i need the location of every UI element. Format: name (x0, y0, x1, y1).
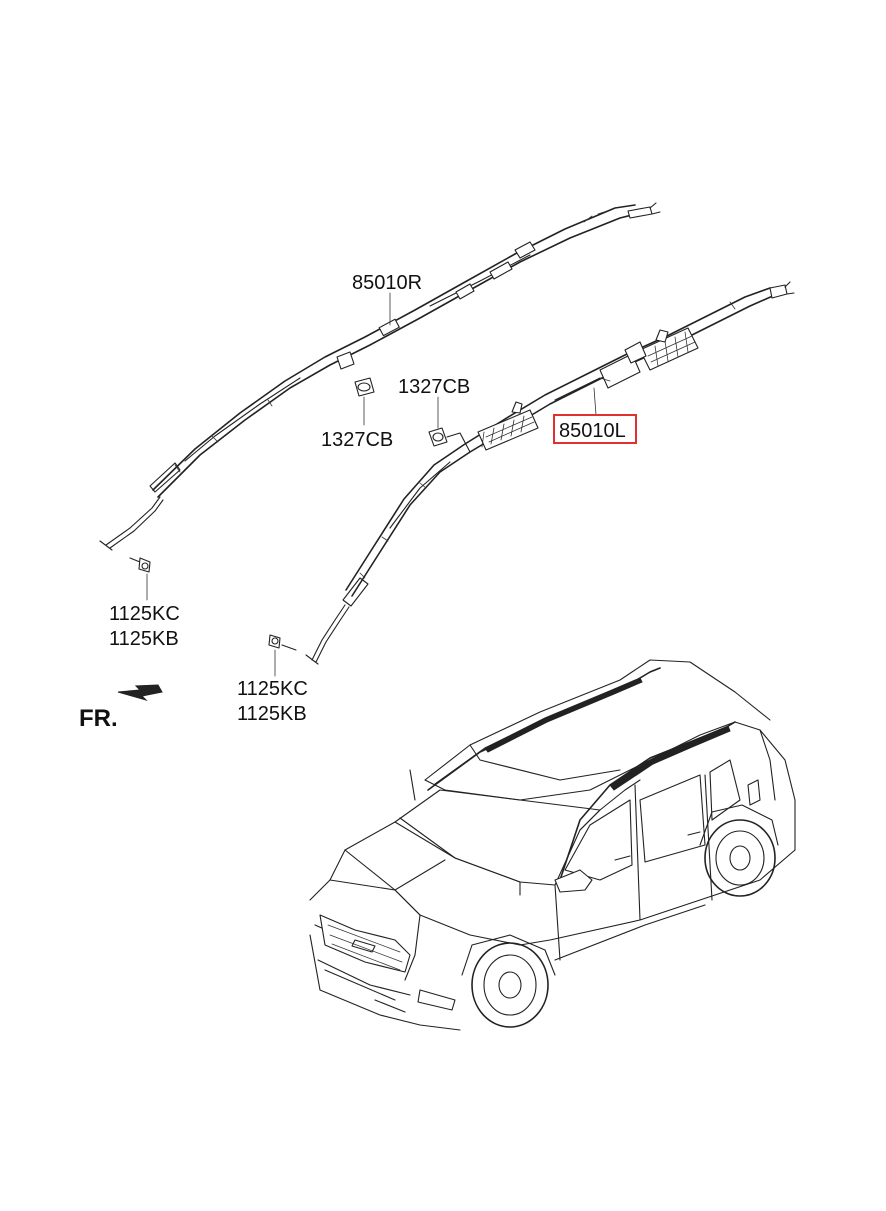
left-curtain-airbag[interactable] (305, 281, 795, 665)
nut-right[interactable] (354, 377, 375, 426)
label-85010R: 85010R (352, 272, 422, 294)
bolt-left[interactable] (268, 634, 297, 677)
label-1327CB-right: 1327CB (321, 429, 393, 451)
label-1125KC-left: 1125KC (237, 678, 308, 700)
highlight-box-85010L (553, 414, 637, 444)
nut-left[interactable] (428, 396, 471, 453)
suv-illustration (309, 659, 796, 1031)
label-1125KB-right: 1125KB (109, 628, 179, 650)
label-85010L: 85010L (559, 420, 626, 442)
label-1125KC-right: 1125KC (109, 603, 180, 625)
label-1327CB-left: 1327CB (398, 376, 470, 398)
label-1125KB-left: 1125KB (237, 703, 307, 725)
bolt-right[interactable] (129, 557, 151, 601)
front-direction-indicator: FR. (79, 684, 163, 732)
arrow-icon (117, 684, 163, 702)
fr-label: FR. (79, 705, 118, 732)
left-airbag-leader (593, 387, 597, 416)
right-curtain-airbag[interactable] (99, 202, 661, 551)
